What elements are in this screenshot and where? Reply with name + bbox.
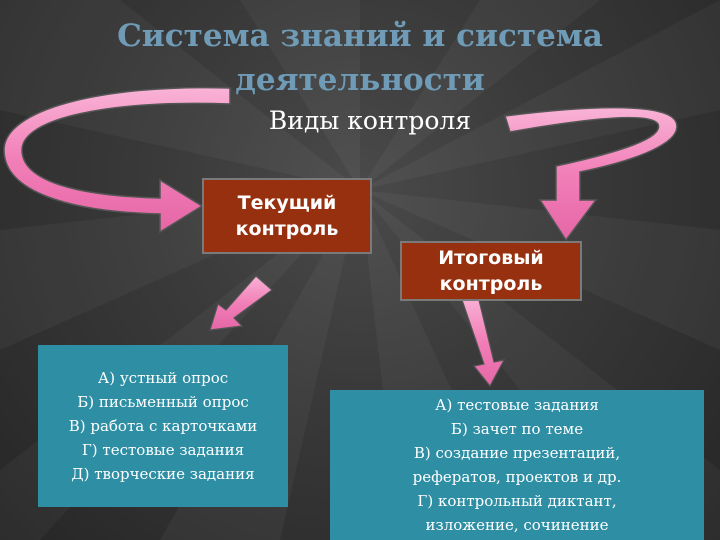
final-control-box: Итоговый контроль xyxy=(400,241,582,301)
list-item: Б) письменный опрос xyxy=(77,393,249,411)
list-item: Д) творческие задания xyxy=(71,465,255,483)
right-curved-arrow xyxy=(504,106,678,242)
current-control-label-line2: контроль xyxy=(235,218,339,240)
list-item: Г) контрольный диктант, xyxy=(417,492,617,510)
list-item: Б) зачет по теме xyxy=(450,420,584,438)
list-item: изложение, сочинение xyxy=(425,516,609,534)
arrow-to-current-list xyxy=(209,275,273,331)
final-control-list: А) тестовые задания Б) зачет по теме В) … xyxy=(330,390,704,540)
page-title: Система знаний и система деятельности xyxy=(117,18,603,98)
list-item: А) устный опрос xyxy=(97,369,229,387)
current-control-label-line1: Текущий xyxy=(237,192,337,214)
left-curved-arrow xyxy=(3,86,231,234)
final-control-label-line2: контроль xyxy=(439,273,543,295)
arrow-to-final-list xyxy=(461,295,506,388)
list-item: рефератов, проектов и др. xyxy=(412,468,622,486)
final-control-label-line1: Итоговый xyxy=(438,247,544,269)
list-item: В) создание презентаций, xyxy=(413,444,621,462)
list-item: Г) тестовые задания xyxy=(81,441,245,459)
list-item: В) работа с карточками xyxy=(68,417,258,435)
list-item: А) тестовые задания xyxy=(435,396,599,414)
page-subtitle: Виды контроля xyxy=(268,106,472,135)
current-control-box: Текущий контроль xyxy=(202,178,372,254)
current-control-list: А) устный опрос Б) письменный опрос В) р… xyxy=(38,345,288,507)
